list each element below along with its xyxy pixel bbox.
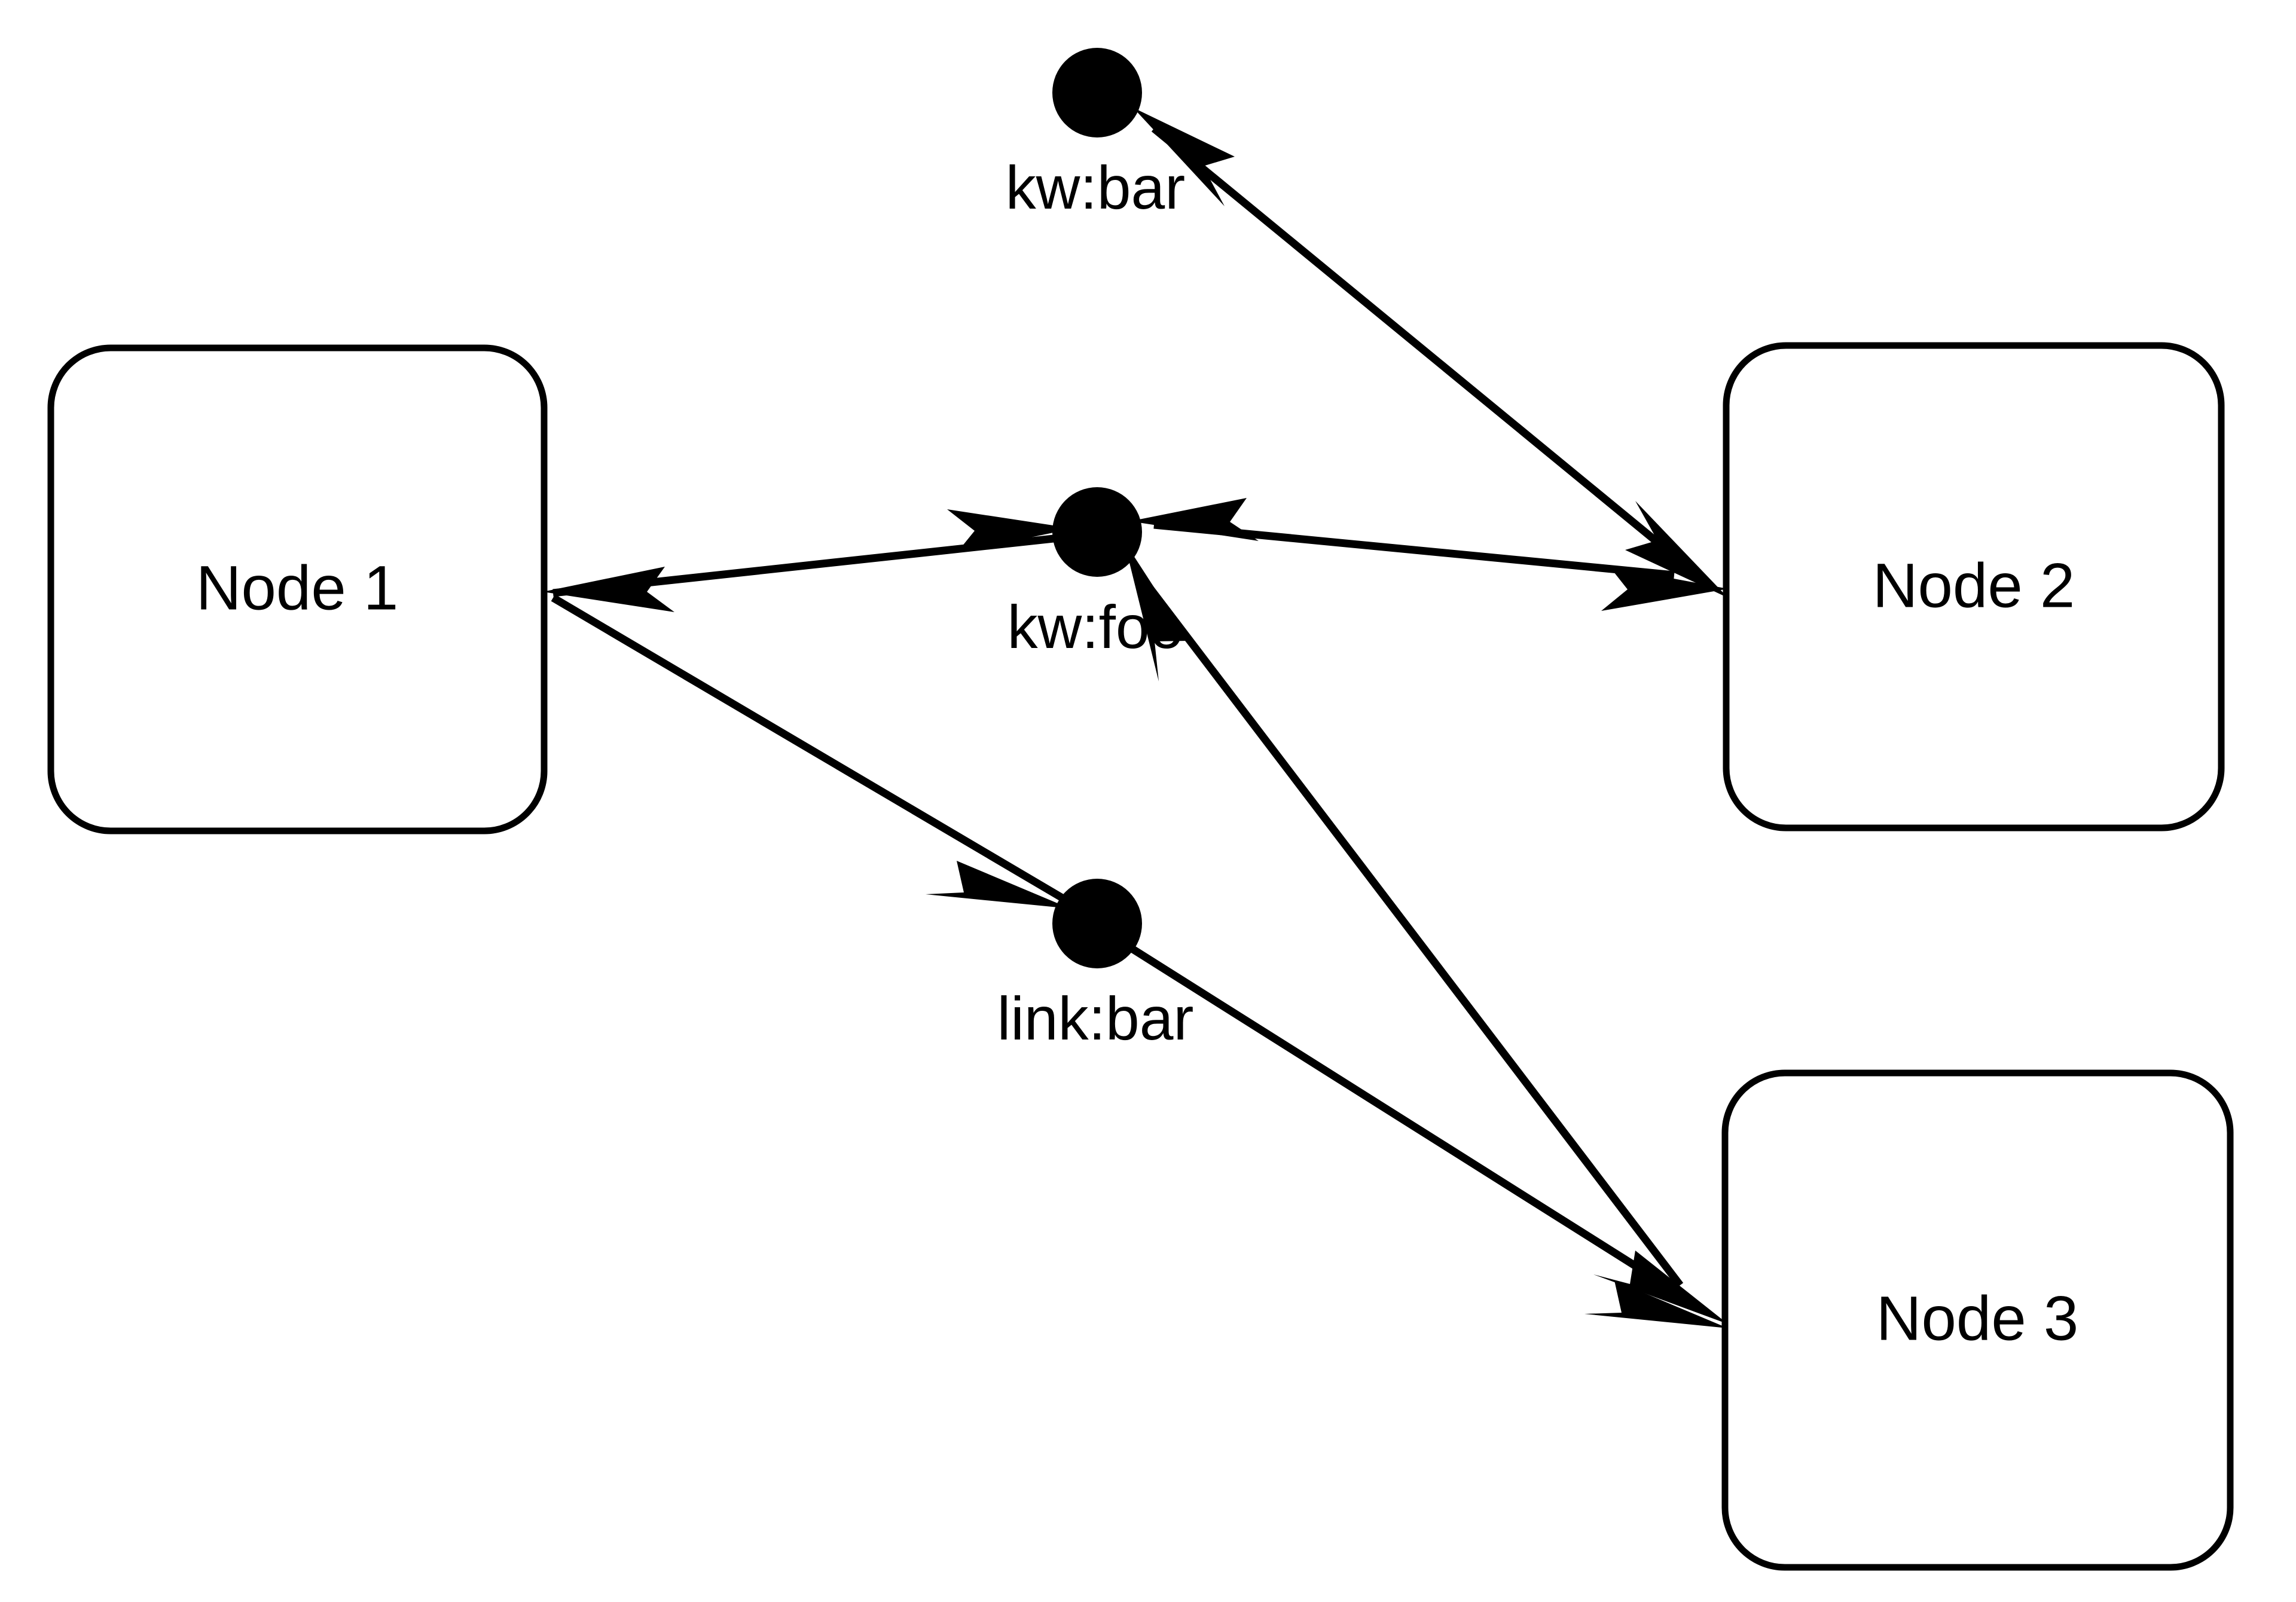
node2-label: Node 2 <box>1873 551 2075 621</box>
arrowhead-into-kwfoo-from-node2 <box>1130 498 1259 541</box>
kwfoo-label: kw:foo <box>1007 593 1184 661</box>
dot-linkbar[interactable]: link:bar <box>997 879 1194 1053</box>
edge-line-linkbar-node3 <box>1128 944 1683 1298</box>
node3-box[interactable] <box>1721 1069 2234 1571</box>
dot-kwbar[interactable]: kw:bar <box>1006 48 1185 222</box>
edge-node1-linkbar[interactable] <box>551 594 1073 909</box>
node-node3[interactable]: Node 3 <box>1721 1069 2234 1571</box>
dots-layer: kw:bar kw:foo link:bar <box>997 48 1194 1053</box>
arrowhead-into-node1 <box>543 567 674 612</box>
arrowhead-into-kwfoo-from-node1 <box>947 509 1073 553</box>
edge-line-kwbar-node2 <box>1151 125 1677 560</box>
node-node1[interactable]: Node 1 <box>47 344 548 834</box>
linkbar-label: link:bar <box>997 985 1194 1053</box>
node2-box[interactable] <box>1723 342 2225 831</box>
node-node2[interactable]: Node 2 <box>1723 342 2225 831</box>
arrowhead-into-linkbar <box>926 861 1070 909</box>
arrowhead-into-node3-from-linkbar <box>1584 1280 1728 1328</box>
node1-label: Node 1 <box>196 554 399 623</box>
arrowhead-into-node2-from-kwfoo <box>1601 567 1728 611</box>
node1-box[interactable] <box>47 344 548 834</box>
edge-node1-kwfoo[interactable] <box>543 509 1073 612</box>
arrowhead-into-kwbar <box>1133 108 1235 206</box>
node3-label: Node 3 <box>1876 1284 2079 1354</box>
arrowhead-into-node2-from-kwbar <box>1625 501 1728 598</box>
arrowhead-into-node3-from-kwfoo <box>1593 1251 1728 1324</box>
edge-kwfoo-node2[interactable] <box>1130 498 1728 611</box>
arrowhead-into-kwfoo-from-node3 <box>1124 541 1189 681</box>
kwbar-label: kw:bar <box>1006 154 1185 222</box>
edge-kwfoo-node3[interactable] <box>1124 541 1728 1324</box>
nodes-layer: Node 1 Node 2 Node 3 <box>47 342 2234 1571</box>
edges-layer <box>543 108 1728 1328</box>
edge-linkbar-node3[interactable] <box>1128 944 1728 1328</box>
edge-kwbar-node2[interactable] <box>1133 108 1728 598</box>
kwbar-dot-icon[interactable] <box>1052 48 1142 137</box>
kwfoo-dot-icon[interactable] <box>1052 487 1142 577</box>
edge-line-kwfoo-node3 <box>1135 571 1684 1288</box>
linkbar-dot-icon[interactable] <box>1052 879 1142 968</box>
dot-kwfoo[interactable]: kw:foo <box>1007 487 1184 661</box>
edge-line-node1-linkbar <box>551 594 1073 906</box>
